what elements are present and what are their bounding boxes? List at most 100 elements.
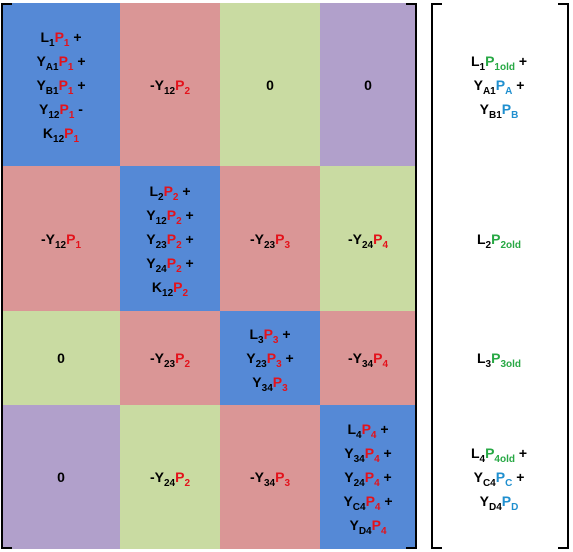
term-text: P <box>491 350 501 366</box>
term-text: L <box>476 230 486 247</box>
term-text: + <box>281 350 294 366</box>
term-text: P <box>64 124 74 141</box>
term-text: P <box>263 326 273 342</box>
term-text: Y <box>349 517 359 533</box>
term-line: Y34P3 <box>252 370 287 394</box>
vector-entry-2: L2P2old <box>432 166 566 311</box>
subscript: 2 <box>485 239 492 251</box>
term-line: YB1PB <box>480 97 519 121</box>
term-text: -Y <box>149 350 164 366</box>
term-text: P <box>364 469 375 485</box>
term-text: -Y <box>249 469 264 485</box>
term-line: YA1P1 + <box>36 49 85 73</box>
subscript: 12 <box>53 133 65 145</box>
matrix-cell-r1-c1: L1P1 +YA1P1 +YB1P1 +Y12P1 -K12P1 <box>2 3 120 166</box>
term-text: 0 <box>364 76 372 93</box>
term-text: Y <box>146 230 156 247</box>
subscript: A1 <box>482 85 496 97</box>
term-line: YC4PC + <box>474 465 525 489</box>
term-text: P <box>175 469 185 485</box>
matrix-cell-r4-c4: L4P4 +Y34P4 +Y24P4 +YC4P4 +YD4P4 <box>320 405 416 549</box>
term-text: + <box>514 52 528 69</box>
term-line: Y23P3 + <box>246 346 293 370</box>
subscript: 34 <box>261 383 273 394</box>
subscript: 34 <box>353 454 365 465</box>
term-text: Y <box>39 100 49 117</box>
term-line: YD4PD <box>480 489 519 513</box>
term-text: + <box>379 445 392 461</box>
term-text: P <box>272 374 283 390</box>
term-line: K12P1 <box>43 121 79 145</box>
matrix-cell-r4-c3: -Y34P3 <box>220 405 320 549</box>
term-text: Y <box>479 100 489 117</box>
subscript: 3 <box>272 335 279 346</box>
subscript: B1 <box>45 85 59 97</box>
subscript: 1 <box>68 109 75 121</box>
term-text: P <box>491 230 501 247</box>
subscript: 1 <box>49 37 55 49</box>
subscript: 3 <box>258 335 264 346</box>
vector-entry-4: L4P4old +YC4PC +YD4PD <box>432 405 566 549</box>
subscript: 4 <box>356 430 362 441</box>
matrix-left-bracket <box>1 3 12 549</box>
term-text: + <box>73 76 86 93</box>
subscript: A1 <box>45 61 59 73</box>
subscript: 12 <box>162 287 174 299</box>
subscript: C4 <box>482 478 496 489</box>
term-text: P <box>175 350 185 366</box>
subscript: 1 <box>67 61 74 73</box>
subscript: 24 <box>361 239 374 251</box>
term-text: + <box>512 76 525 93</box>
term-text: L <box>149 182 158 199</box>
subscript: 4 <box>374 454 380 465</box>
term-line: Y24P2 + <box>146 251 193 275</box>
term-line: YD4P4 <box>349 513 386 537</box>
term-text: -Y <box>347 230 362 247</box>
term-line: L3P3 + <box>249 322 290 346</box>
term-line: -Y34P3 <box>250 465 290 489</box>
subscript: 12 <box>163 85 176 97</box>
term-text: L <box>470 52 480 69</box>
subscript: D <box>511 502 519 513</box>
term-text: L <box>40 28 49 45</box>
term-text: + <box>178 182 191 199</box>
term-text: P <box>501 493 512 509</box>
term-text: P <box>495 76 506 93</box>
term-text: + <box>514 445 528 461</box>
term-line: 0 <box>57 346 65 370</box>
term-text: P <box>365 493 375 509</box>
term-text: + <box>181 230 194 247</box>
subscript: 34 <box>361 359 374 370</box>
subscript: 23 <box>163 359 176 370</box>
subscript: D4 <box>488 502 502 513</box>
term-text: P <box>58 52 68 69</box>
term-text: -Y <box>149 76 164 93</box>
term-line: -Y34P4 <box>348 346 388 370</box>
term-text: + <box>376 421 389 437</box>
term-text: - <box>74 100 83 117</box>
term-text: P <box>361 421 371 437</box>
term-text: Y <box>344 469 354 485</box>
term-text: Y <box>473 469 483 485</box>
term-text: P <box>373 350 383 366</box>
term-line: Y12P2 + <box>146 203 193 227</box>
term-text: Y <box>36 52 46 69</box>
subscript: 1 <box>67 85 74 97</box>
term-text: P <box>485 445 495 461</box>
term-text: + <box>73 52 86 69</box>
term-line: L1P1old + <box>471 49 527 73</box>
subscript: 12 <box>54 239 67 251</box>
term-text: Y <box>246 350 256 366</box>
subscript: 2 <box>184 85 191 97</box>
term-line: YA1PA + <box>474 73 525 97</box>
term-text: P <box>275 469 285 485</box>
term-text: P <box>373 230 383 247</box>
term-text: P <box>495 469 506 485</box>
term-text: K <box>42 124 54 141</box>
subscript: 4 <box>382 359 389 370</box>
term-text: P <box>166 230 177 247</box>
term-text: L <box>476 350 486 366</box>
matrix-right-bracket <box>406 3 417 549</box>
subscript: 3 <box>284 239 291 251</box>
subscript: 1 <box>73 133 80 145</box>
